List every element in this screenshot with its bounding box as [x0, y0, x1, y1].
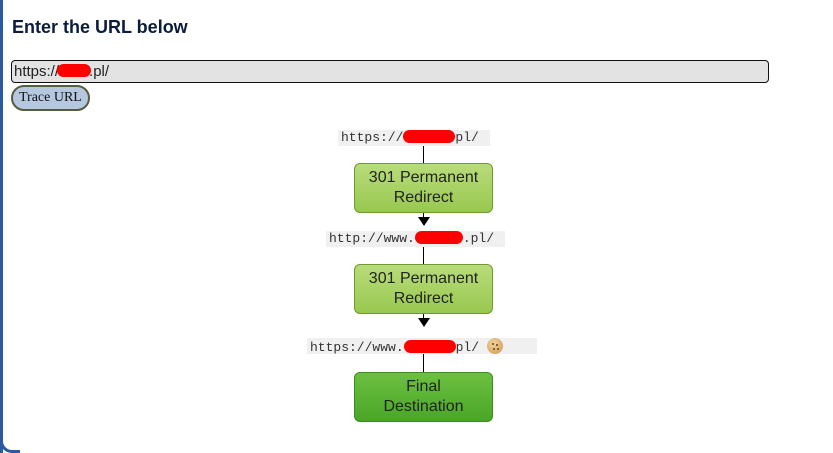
trace-url-2-suffix: .pl/ [462, 231, 495, 246]
trace-url-1-suffix: pl/ [455, 130, 479, 145]
status-node-1: 301 Permanent Redirect [354, 163, 493, 213]
redaction-mark [57, 64, 92, 77]
trace-url-1-prefix: https:// [341, 130, 404, 145]
connector-line [423, 247, 424, 264]
status-node-final: Final Destination [354, 372, 493, 422]
redaction-mark [403, 340, 456, 353]
connector-line [423, 213, 424, 217]
redaction-mark [403, 130, 456, 143]
trace-url-1: https:// pl/ [338, 130, 490, 146]
connector-line [423, 314, 424, 318]
connector-line [423, 354, 424, 372]
page-title: Enter the URL below [12, 17, 188, 37]
redaction-mark [414, 231, 463, 244]
url-input-prefix: https:// [14, 63, 60, 80]
trace-url-3-prefix: https://www. [310, 340, 404, 355]
url-input-suffix: .pl/ [89, 63, 110, 80]
page-frame-corner [0, 433, 20, 453]
status-node-2: 301 Permanent Redirect [354, 264, 493, 314]
cookie-icon[interactable] [487, 338, 504, 354]
trace-url-button[interactable]: Trace URL [11, 85, 90, 111]
status-node-1-label: 301 Permanent Redirect [368, 169, 479, 206]
arrow-down-icon [418, 217, 430, 226]
trace-url-3: https://www. pl/ [307, 338, 537, 355]
connector-line [423, 146, 424, 163]
url-input[interactable]: https:// .pl/ [11, 60, 769, 83]
trace-url-2-prefix: http://www. [329, 231, 415, 246]
status-node-final-label: Final Destination [383, 378, 464, 415]
arrow-down-icon [418, 318, 430, 327]
trace-url-3-suffix: pl/ [455, 340, 480, 355]
trace-url-2: http://www. .pl/ [326, 231, 505, 247]
status-node-2-label: 301 Permanent Redirect [368, 270, 479, 307]
